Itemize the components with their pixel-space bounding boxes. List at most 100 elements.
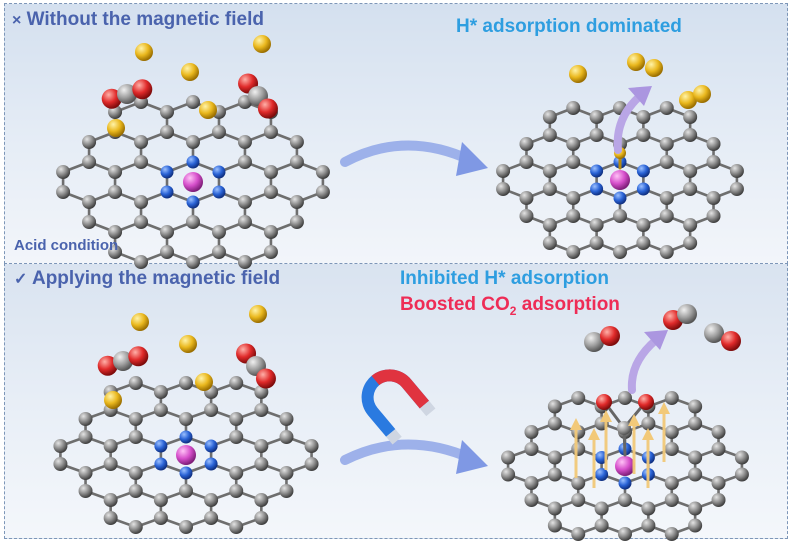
carbon-atom (734, 450, 749, 465)
carbon-atom (56, 165, 71, 179)
hydrogen-atom (195, 373, 213, 391)
carbon-atom (659, 101, 674, 115)
carbon-atom (56, 185, 71, 199)
carbon-atom (589, 128, 604, 142)
co2-label-prefix: Boosted CO (400, 294, 510, 315)
carbon-atom (729, 182, 744, 196)
carbon-atom (664, 442, 679, 456)
carbon-atom (263, 225, 278, 239)
carbon-atom (594, 501, 609, 516)
carbon-atom (153, 493, 168, 507)
nitrogen-atom (636, 164, 650, 178)
carbon-atom (315, 185, 330, 199)
cross-mark-icon: × (12, 12, 22, 29)
hydrogen-atom (253, 35, 271, 53)
hydrogen-atom (181, 63, 199, 81)
catalyst-sheet-bottom-right (501, 391, 749, 541)
flow-arrow-icon (340, 439, 475, 465)
carbon-atom (160, 225, 175, 239)
co2-label-suffix: adsorption (516, 294, 620, 315)
flow-arrow-icon (340, 140, 475, 167)
carbon-atom (547, 467, 562, 482)
carbon-atom (683, 218, 698, 232)
hydrogen-atom (199, 101, 217, 119)
bottom-result-line2: Boosted CO2 adsorption (400, 294, 620, 318)
carbon-atom (594, 518, 609, 533)
hydrogen-atom (627, 53, 645, 71)
carbon-atom (254, 493, 269, 507)
carbon-atom (315, 165, 330, 179)
field-arrow-head (588, 428, 600, 440)
carbon-atom (547, 501, 562, 516)
carbon-atom (683, 182, 698, 196)
carbon-atom (128, 520, 143, 534)
field-arrow-head (642, 428, 654, 440)
carbon-atom (542, 164, 557, 178)
carbon-atom (103, 439, 118, 453)
condition-label: Acid condition (14, 237, 119, 254)
carbon-atom (134, 255, 149, 269)
nitrogen-atom (186, 155, 200, 169)
carbon-atom (263, 245, 278, 259)
carbon-atom (589, 236, 604, 250)
nitrogen-atom (154, 457, 168, 471)
carbon-atom (186, 215, 200, 229)
carbon-atom (566, 245, 581, 259)
flow-arrow-head (456, 440, 488, 474)
carbon-atom (153, 403, 168, 417)
carbon-atom (683, 164, 698, 178)
nitrogen-atom (613, 191, 627, 205)
desorption-arrow-head (628, 86, 652, 106)
nitrogen-atom (212, 185, 226, 199)
oxygen-atom (255, 368, 276, 389)
carbon-atom (524, 425, 539, 439)
carbon-atom (501, 450, 516, 465)
carbon-atom (254, 385, 269, 399)
carbon-atom (542, 110, 557, 124)
carbon-atom (547, 399, 562, 414)
adsorbed-oxygen (596, 394, 612, 410)
carbon-atom (103, 511, 118, 525)
desorption-arrow-icon (627, 336, 660, 394)
carbon-atom (706, 191, 721, 205)
carbon-atom (547, 450, 562, 465)
carbon-atom (566, 155, 581, 169)
carbon-atom (186, 95, 200, 109)
hydrogen-atom (104, 391, 122, 409)
carbon-atom (304, 457, 319, 471)
carbon-atom (659, 191, 674, 205)
carbon-atom (254, 511, 269, 525)
carbon-atom (641, 501, 656, 516)
carbon-atom (263, 125, 278, 139)
carbon-atom (289, 215, 304, 229)
carbon-atom (82, 135, 97, 149)
carbon-atom (613, 209, 627, 223)
carbon-atom (519, 191, 534, 205)
carbon-atom (211, 245, 226, 259)
carbon-atom (128, 466, 143, 480)
carbon-atom (229, 430, 244, 444)
carbon-atom (204, 511, 219, 525)
carbon-atom (279, 412, 294, 426)
metal-atom (183, 172, 203, 192)
carbon-atom (237, 135, 252, 149)
carbon-atom (128, 484, 143, 498)
carbon-atom (706, 137, 721, 151)
carbon-atom (589, 218, 604, 232)
carbon-atom (688, 416, 703, 431)
carbon-atom (519, 155, 534, 169)
carbon-atom (496, 164, 511, 178)
carbon-atom (659, 137, 674, 151)
carbon-atom (229, 412, 244, 426)
carbon-atom (263, 185, 278, 199)
carbon-atom (134, 215, 149, 229)
carbon-atom (160, 245, 175, 259)
carbon-atom (204, 403, 219, 417)
nitrogen-atom (179, 466, 193, 480)
carbon-atom (664, 527, 679, 541)
carbon-atom (571, 442, 586, 456)
oxygen-atom (257, 98, 278, 119)
hydrogen-atom (131, 313, 149, 331)
carbon-atom (211, 125, 226, 139)
